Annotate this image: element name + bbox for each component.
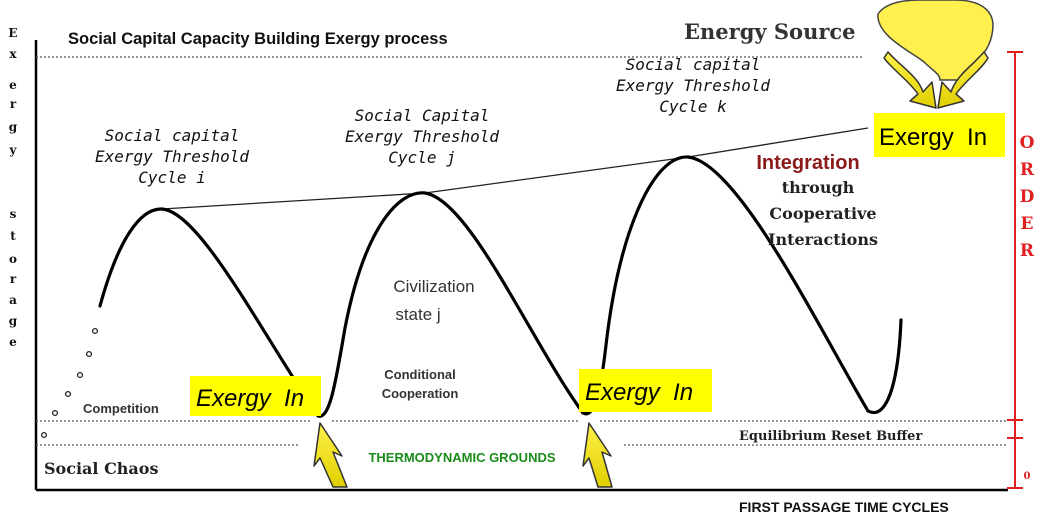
y-axis-letter: e bbox=[9, 335, 17, 349]
civilization-line: Civilization bbox=[393, 277, 474, 296]
cycle-j-label: Social Capital Exergy Threshold Cycle j bbox=[345, 106, 499, 167]
energy-source-label: Energy Source bbox=[684, 19, 856, 44]
order-letter: O bbox=[1020, 133, 1035, 153]
cycle-k-line: Social capital bbox=[626, 55, 761, 74]
thermodynamic-grounds-label: THERMODYNAMIC GROUNDS bbox=[368, 450, 555, 465]
cycle-k-line: Exergy Threshold bbox=[616, 76, 770, 95]
x-axis-label: FIRST PASSAGE TIME CYCLES bbox=[739, 499, 949, 515]
cycle-i-line: Cycle i bbox=[138, 168, 205, 187]
y-axis-letter: t bbox=[10, 229, 16, 243]
energy-source-icon bbox=[877, 0, 994, 109]
cycle-i-line: Social capital bbox=[105, 126, 240, 145]
civilization-state-label: Civilization state j bbox=[393, 277, 474, 324]
cycle-k-line: Cycle k bbox=[659, 97, 727, 116]
y-axis-letter: E bbox=[8, 26, 17, 40]
y-axis-letter: e bbox=[9, 78, 17, 92]
integration-line: Interactions bbox=[768, 230, 878, 249]
order-zero-label: 0 bbox=[1024, 471, 1031, 482]
cycle-i-label: Social capital Exergy Threshold Cycle i bbox=[95, 126, 249, 187]
exergy-in-label: Exergy In bbox=[196, 385, 304, 412]
y-axis-letter: o bbox=[9, 252, 17, 266]
y-axis-label: E x e r g y s t o r a g e bbox=[8, 26, 17, 349]
conditional-line: Conditional bbox=[384, 367, 456, 382]
y-axis-letter: g bbox=[9, 314, 18, 328]
integration-heading: Integration bbox=[756, 152, 859, 174]
order-letter: R bbox=[1020, 160, 1035, 180]
integration-line: through bbox=[782, 178, 855, 197]
y-axis-letter: r bbox=[10, 97, 17, 111]
integration-text: through Cooperative Interactions bbox=[768, 178, 878, 249]
exergy-in-label: Exergy In bbox=[585, 379, 693, 406]
exergy-in-box-right: Exergy In bbox=[874, 113, 1005, 157]
order-label: O R D E R bbox=[1020, 133, 1035, 261]
cycle-j-line: Cycle j bbox=[388, 148, 455, 167]
rising-dots bbox=[40, 327, 99, 439]
y-axis-letter: x bbox=[9, 47, 17, 61]
y-axis-letter: r bbox=[10, 272, 17, 286]
order-scale bbox=[1007, 51, 1023, 489]
order-letter: R bbox=[1020, 241, 1035, 261]
cycle-k-label: Social capital Exergy Threshold Cycle k bbox=[616, 55, 770, 116]
cycle-i-line: Exergy Threshold bbox=[95, 147, 249, 166]
ground-arrow-left-icon bbox=[313, 422, 348, 488]
y-axis-letter: g bbox=[9, 120, 18, 134]
exergy-in-box-left: Exergy In bbox=[190, 376, 321, 416]
equilibrium-reset-buffer-label: Equilibrium Reset Buffer bbox=[739, 429, 922, 444]
conditional-line: Cooperation bbox=[382, 386, 459, 401]
order-letter: E bbox=[1021, 214, 1034, 234]
exergy-cycle-curve bbox=[98, 155, 903, 418]
y-axis-letter: a bbox=[9, 293, 17, 307]
competition-label: Competition bbox=[83, 401, 159, 416]
exergy-in-box-middle: Exergy In bbox=[579, 369, 712, 412]
diagram-title: Social Capital Capacity Building Exergy … bbox=[68, 30, 448, 48]
cycle-j-line: Exergy Threshold bbox=[345, 127, 499, 146]
threshold-envelope-line bbox=[161, 127, 869, 210]
exergy-in-label: Exergy In bbox=[879, 124, 987, 151]
y-axis-letter: s bbox=[10, 207, 17, 221]
ground-arrow-right-icon bbox=[582, 422, 613, 488]
civilization-line: state j bbox=[395, 305, 440, 324]
y-axis-letter: y bbox=[9, 143, 18, 157]
order-letter: D bbox=[1020, 187, 1035, 207]
cycle-j-line: Social Capital bbox=[355, 106, 490, 125]
conditional-cooperation-label: Conditional Cooperation bbox=[382, 367, 459, 401]
social-chaos-label: Social Chaos bbox=[44, 459, 158, 478]
integration-line: Cooperative bbox=[769, 204, 876, 223]
